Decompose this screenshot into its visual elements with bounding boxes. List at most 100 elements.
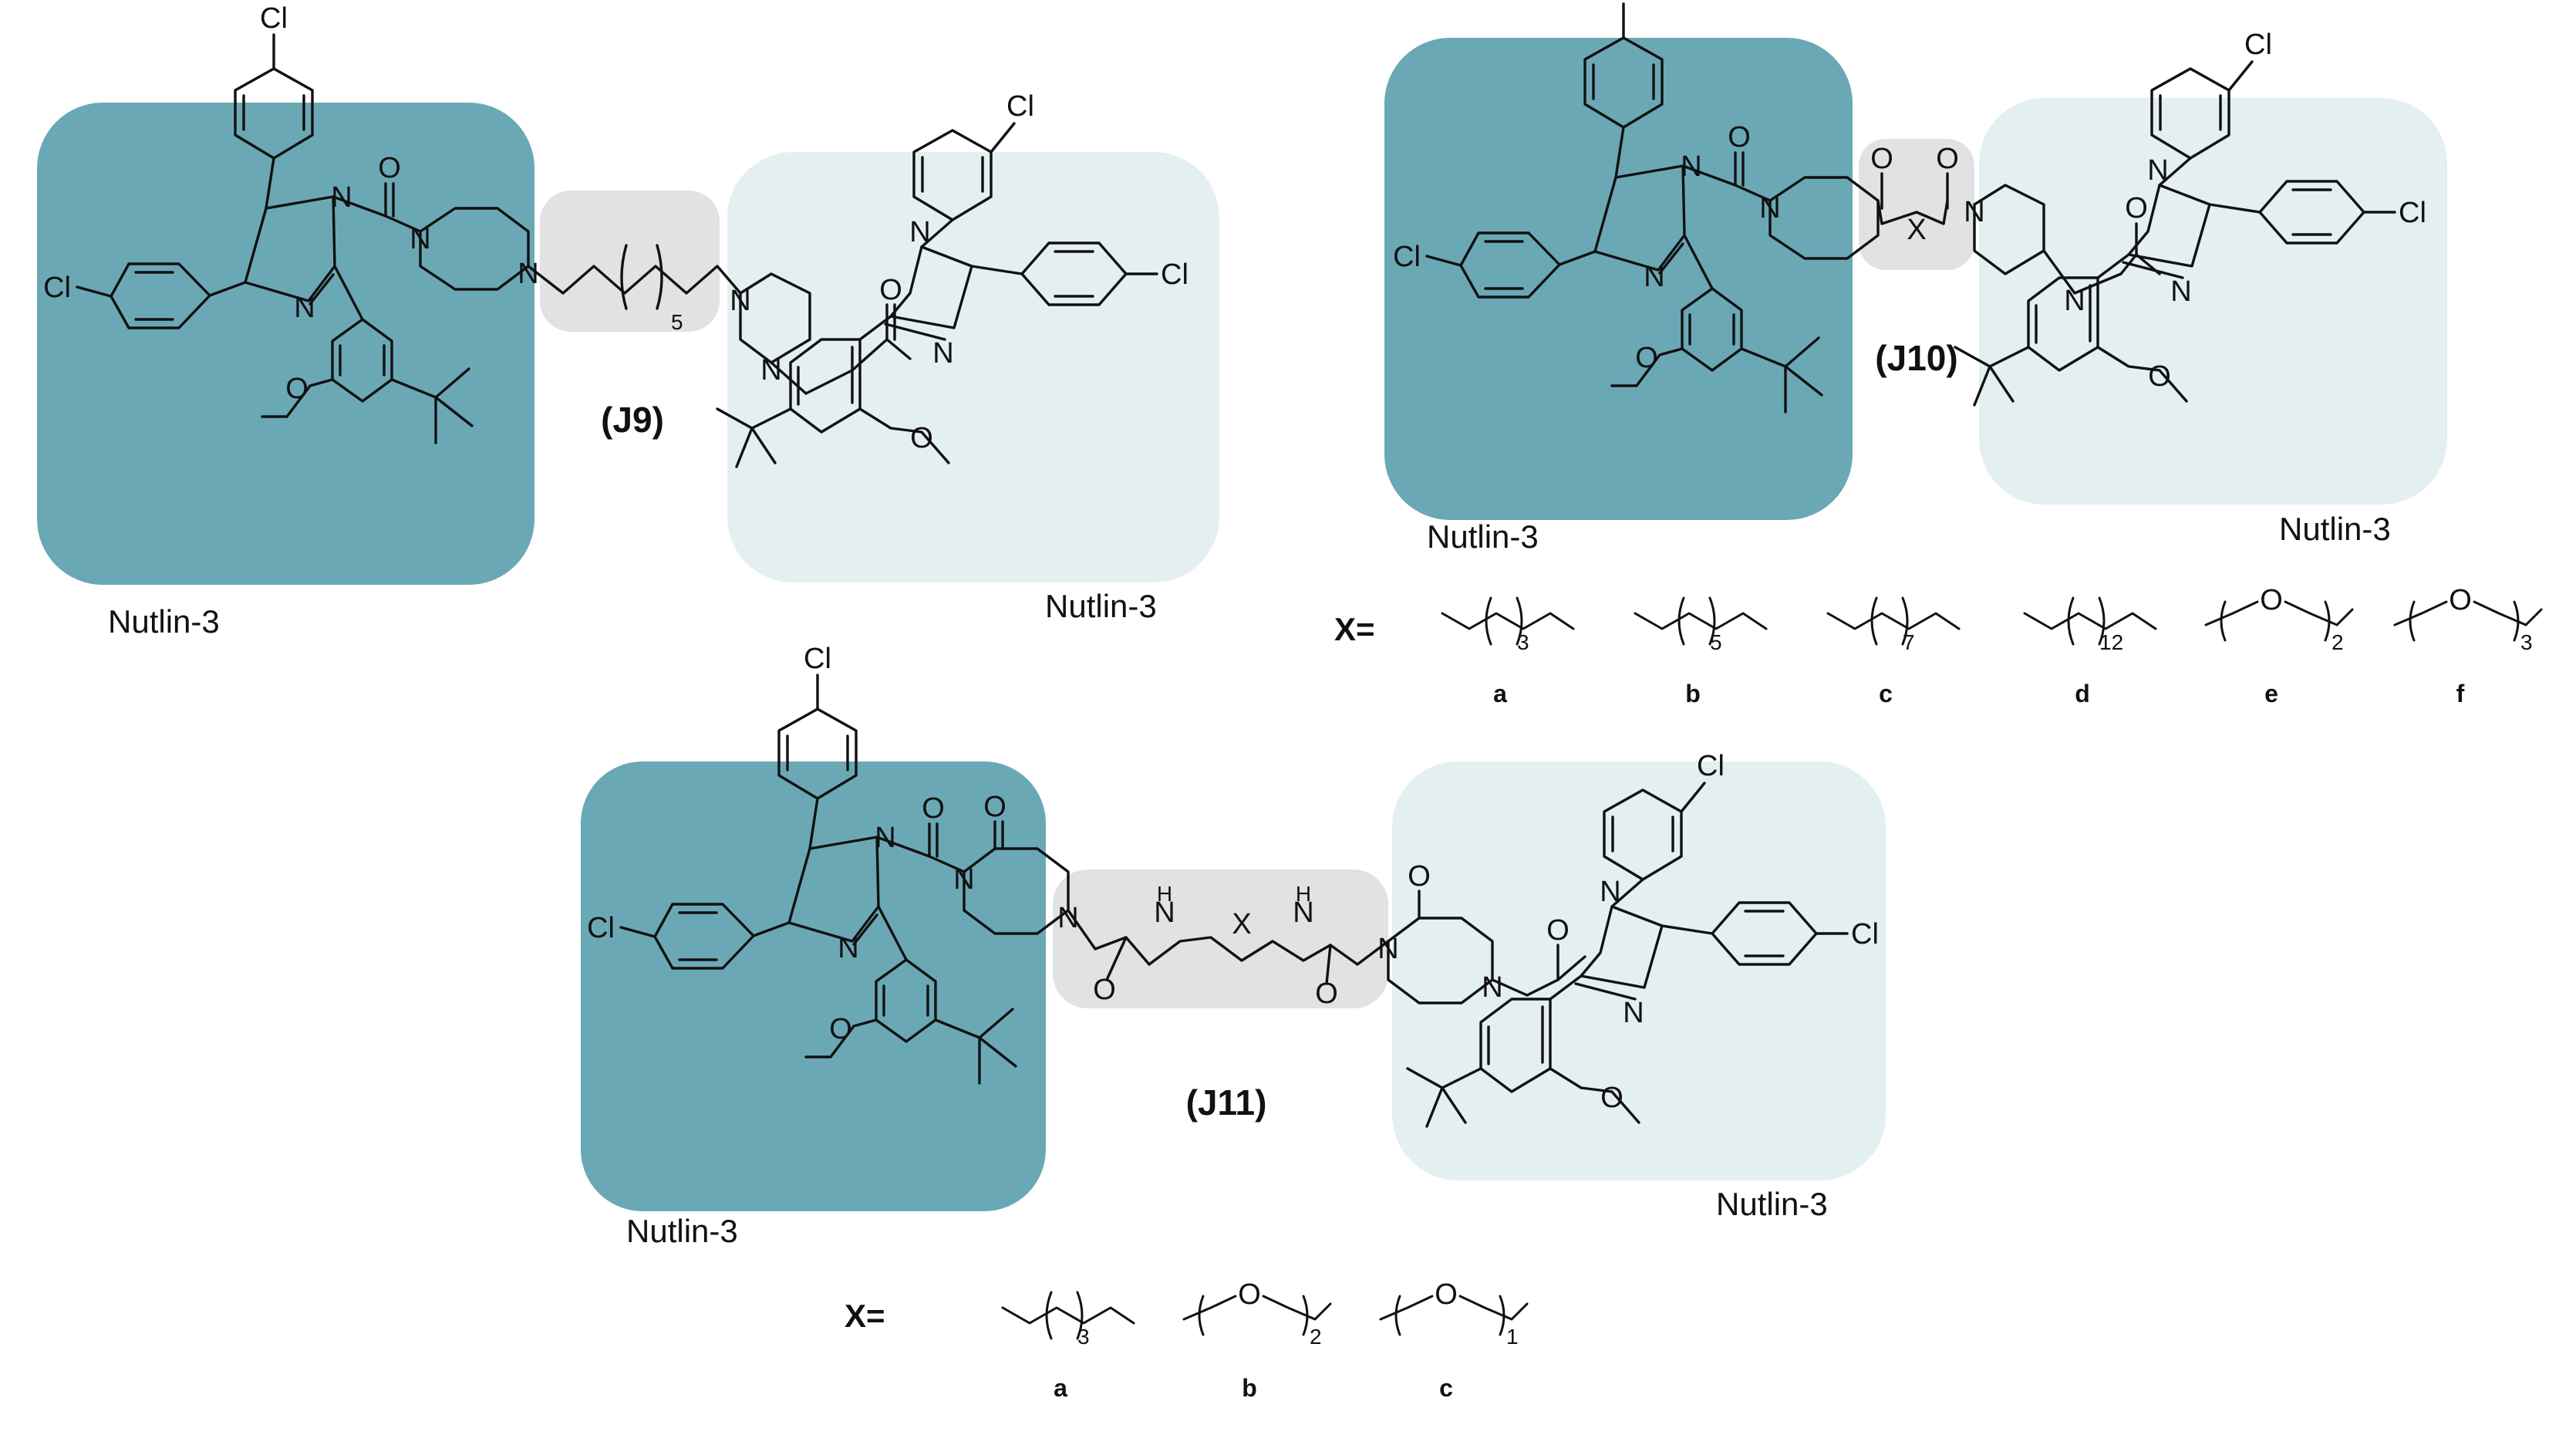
j10-x-equals-label: X=: [1334, 611, 1375, 647]
j11-linker-box: [1053, 869, 1388, 1008]
ether-bond-end: [1313, 1302, 1332, 1321]
repeat-count: 2: [1310, 1325, 1322, 1349]
repeat-bracket-left: [1198, 1295, 1205, 1336]
j11-left-nutlin-caption: Nutlin-3: [626, 1213, 738, 1249]
ether-bond-left: [1379, 1295, 1434, 1321]
j9-linker-box: [540, 191, 720, 332]
repeat-bracket-left: [2220, 600, 2227, 642]
n-atom-label: N: [1293, 896, 1313, 929]
repeat-bracket-left: [1677, 596, 1685, 646]
j10-right-nutlin-box: [1979, 98, 2447, 505]
linker-option-c: 7c: [1826, 596, 1961, 707]
ether-bond-right: [2473, 600, 2527, 626]
repeat-bracket-right: [2513, 600, 2520, 642]
repeat-bracket-right: [1076, 1291, 1084, 1340]
repeat-count: 1: [1506, 1325, 1519, 1349]
alkyl-chain-bond: [1001, 1306, 1135, 1325]
n-atom-label: N: [410, 223, 430, 255]
repeat-bracket-left: [1045, 1291, 1053, 1340]
o-atom-label: O: [2260, 584, 2283, 616]
j10-left-nutlin-caption: Nutlin-3: [1427, 518, 1539, 555]
repeat-bracket-left: [1394, 1295, 1401, 1336]
ether-bond-end: [2524, 608, 2543, 626]
repeat-count: 3: [1517, 630, 1529, 654]
ether-bond-left: [2204, 600, 2259, 626]
repeat-bracket-left: [1485, 596, 1492, 646]
linker-option-f: O3f: [2393, 584, 2543, 707]
repeat-count: 12: [2099, 630, 2123, 654]
j10-structure: N X O O N N O (J10) Nutlin-3 Nutlin-3 X=…: [1334, 0, 2543, 707]
ether-bond-right: [1262, 1295, 1317, 1321]
linker-option-c: O 1 c: [1379, 1278, 1529, 1402]
linker-option-b: 5b: [1634, 596, 1768, 707]
repeat-count: 2: [2332, 630, 2344, 654]
option-letter: c: [1439, 1374, 1453, 1402]
option-letter: d: [2075, 680, 2090, 707]
o-atom-label: O: [1408, 860, 1431, 893]
h-atom-label: H: [1296, 882, 1311, 906]
repeat-bracket-right: [1901, 596, 1909, 646]
option-letter: f: [2456, 680, 2465, 707]
j10-right-nutlin-caption: Nutlin-3: [2279, 511, 2391, 547]
n-atom-label: N: [2064, 285, 2085, 317]
j11-left-nutlin-box: [581, 761, 1046, 1211]
repeat-count: 3: [2520, 630, 2533, 654]
n-atom-label: N: [1759, 192, 1780, 225]
n-atom-label: N: [760, 354, 781, 387]
repeat-bracket-right: [1708, 596, 1716, 646]
ether-bond-left: [1182, 1295, 1237, 1321]
alkyl-chain-bond: [1826, 612, 1961, 630]
linker-option-a: 3a: [1001, 1291, 1135, 1402]
x-atom-label: X: [1907, 214, 1926, 246]
repeat-bracket-left: [2409, 600, 2416, 642]
n-atom-label: N: [1057, 902, 1078, 934]
ether-bond-end: [2335, 608, 2354, 626]
option-letter: b: [1685, 680, 1701, 707]
o-atom-label: O: [1435, 1278, 1458, 1311]
ether-bond-right: [1458, 1295, 1513, 1321]
j11-right-nutlin-box: [1392, 761, 1886, 1180]
o-atom-label: O: [1870, 143, 1893, 175]
o-atom-label: O: [1936, 143, 1959, 175]
o-atom-label: O: [1093, 974, 1116, 1006]
repeat-bracket-right: [2098, 596, 2106, 646]
repeat-bracket-left: [2067, 596, 2075, 646]
repeat-bracket-right: [1302, 1295, 1309, 1336]
ether-bond-left: [2393, 600, 2448, 626]
repeat-count: 3: [1077, 1325, 1090, 1349]
linker-option-a: 3a: [1441, 596, 1575, 707]
ether-bond-end: [1510, 1302, 1529, 1321]
j9-left-nutlin-box: [37, 103, 534, 585]
repeat-bracket-right: [2324, 600, 2331, 642]
alkyl-chain-bond: [1634, 612, 1768, 630]
option-letter: a: [1493, 680, 1507, 707]
o-atom-label: O: [983, 791, 1006, 823]
x-atom-label: X: [1232, 908, 1251, 940]
n-atom-label: N: [518, 258, 538, 290]
j11-compound-label: (J11): [1186, 1082, 1267, 1123]
j9-compound-label: (J9): [601, 400, 664, 440]
n-atom-label: N: [1482, 971, 1502, 1004]
repeat-bracket-left: [1870, 596, 1878, 646]
repeat-bracket-right: [1499, 1295, 1505, 1336]
j11-x-equals-label: X=: [845, 1298, 885, 1334]
j9-linker-repeat: 5: [671, 310, 683, 334]
o-atom-label: O: [1315, 977, 1338, 1010]
n-atom-label: N: [730, 285, 750, 317]
o-atom-label: O: [1238, 1278, 1261, 1311]
j9-right-nutlin-caption: Nutlin-3: [1045, 588, 1157, 624]
linker-option-e: O2e: [2204, 584, 2354, 707]
j9-right-nutlin-box: [727, 152, 1219, 582]
n-atom-label: N: [1154, 896, 1175, 929]
option-letter: c: [1879, 680, 1893, 707]
repeat-bracket-right: [1516, 596, 1523, 646]
j9-left-nutlin-caption: Nutlin-3: [108, 603, 220, 640]
repeat-count: 7: [1903, 630, 1915, 654]
j11-structure: O N N O N H X N H O O N N O (J11) Nutlin…: [585, 641, 1880, 1402]
repeat-count: 5: [1710, 630, 1722, 654]
h-atom-label: H: [1157, 882, 1172, 906]
option-letter: a: [1054, 1374, 1067, 1402]
option-letter: b: [1242, 1374, 1257, 1402]
